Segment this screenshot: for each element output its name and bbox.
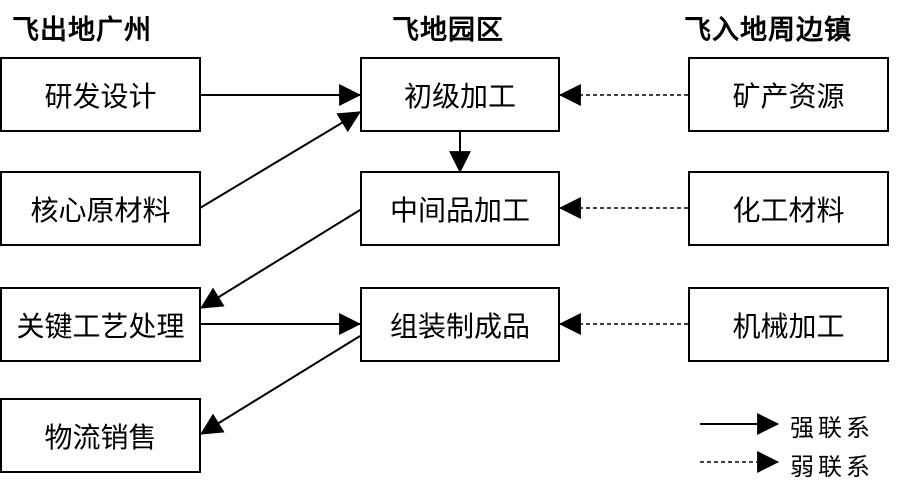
node-logistics-sales: 物流销售 xyxy=(0,398,201,473)
node-label: 中间品加工 xyxy=(389,193,530,227)
legend-weak-label: 弱联系 xyxy=(790,453,874,481)
node-intermediate-processing: 中间品加工 xyxy=(360,171,560,246)
column-title-origin: 飞出地广州 xyxy=(12,15,152,46)
edge-assembly-to-logistics xyxy=(200,335,361,435)
column-title-destination: 飞入地周边镇 xyxy=(684,15,852,46)
node-assembly: 组装制成品 xyxy=(360,287,560,362)
node-chemical-materials: 化工材料 xyxy=(688,171,889,246)
node-label: 核心原材料 xyxy=(30,193,171,227)
node-label: 物流销售 xyxy=(44,420,157,454)
node-primary-processing: 初级加工 xyxy=(360,57,560,132)
node-rd-design: 研发设计 xyxy=(0,57,201,132)
node-machining: 机械加工 xyxy=(688,287,889,362)
edge-core-to-primary xyxy=(199,111,361,209)
edge-intermediate-to-keyprocess xyxy=(200,209,361,309)
node-label: 关键工艺处理 xyxy=(16,309,185,343)
legend-strong-label: 强联系 xyxy=(790,414,874,442)
node-mineral-resources: 矿产资源 xyxy=(688,57,889,132)
column-title-park: 飞地园区 xyxy=(392,15,504,46)
node-label: 组装制成品 xyxy=(389,309,530,343)
node-label: 初级加工 xyxy=(403,79,516,113)
node-label: 机械加工 xyxy=(732,309,845,343)
node-label: 研发设计 xyxy=(44,79,157,113)
node-label: 矿产资源 xyxy=(732,79,845,113)
node-key-process: 关键工艺处理 xyxy=(0,287,201,362)
node-core-materials: 核心原材料 xyxy=(0,171,201,246)
node-label: 化工材料 xyxy=(732,193,845,227)
